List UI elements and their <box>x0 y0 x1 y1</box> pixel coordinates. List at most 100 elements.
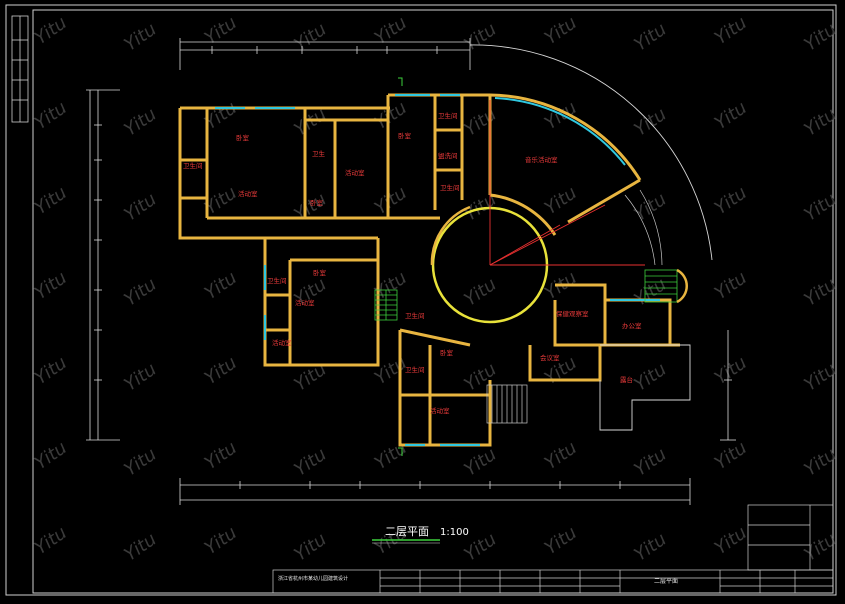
room-label-13: 卧室 <box>440 348 454 357</box>
watermark-text: Yitu <box>541 12 581 49</box>
stair-1 <box>374 289 398 321</box>
room-label-11: 音乐活动室 <box>525 155 558 164</box>
room-label-2: 活动室 <box>238 189 258 198</box>
watermark-text: Yitu <box>290 529 330 566</box>
drawing-scale: 1:100 <box>440 527 469 538</box>
watermark-text: Yitu <box>711 12 751 49</box>
room-label-14: 活动室 <box>430 406 450 415</box>
axis-lines <box>489 100 645 266</box>
watermark-text: Yitu <box>630 274 670 311</box>
room-label-23: 露台 <box>620 375 633 384</box>
watermark-text: Yitu <box>290 189 330 226</box>
watermark-text: Yitu <box>460 104 500 141</box>
curved-stair <box>624 189 663 266</box>
room-label-22: 会议室 <box>540 353 560 362</box>
watermark-text: Yitu <box>31 182 71 219</box>
watermark-text: Yitu <box>120 444 160 481</box>
watermark-text: Yitu <box>31 352 71 389</box>
room-label-21: 办公室 <box>622 321 642 330</box>
watermark-text: Yitu <box>800 274 840 311</box>
right-dimension-chain <box>720 330 736 441</box>
watermark-text: Yitu <box>541 97 581 134</box>
watermark-text: Yitu <box>120 104 160 141</box>
room-label-7: 活动室 <box>295 298 315 307</box>
watermark-text: Yitu <box>120 274 160 311</box>
room-label-16: 卫生间 <box>405 311 425 320</box>
room-label-4: 卫生 <box>312 149 326 158</box>
watermark-text: Yitu <box>371 182 411 219</box>
room-label-12: 卫生间 <box>440 183 460 192</box>
watermark-text: Yitu <box>201 522 241 559</box>
room-label-10: 卧室 <box>313 268 327 277</box>
hall-arc-wall <box>430 205 471 266</box>
watermark-text: Yitu <box>711 97 751 134</box>
watermark-text: Yitu <box>120 529 160 566</box>
watermark-text: Yitu <box>800 529 840 566</box>
section-markers <box>398 77 403 456</box>
watermark-text: Yitu <box>800 189 840 226</box>
watermark-text: Yitu <box>630 529 670 566</box>
watermark-text: Yitu <box>201 352 241 389</box>
watermark-text: Yitu <box>371 12 411 49</box>
watermark-text: Yitu <box>711 522 751 559</box>
room-label-17: 卧室 <box>310 198 324 207</box>
watermark-text: Yitu <box>371 437 411 474</box>
watermark-text: Yitu <box>31 522 71 559</box>
watermark-text: Yitu <box>460 359 500 396</box>
room-label-9: 盥洗间 <box>438 151 458 160</box>
watermark-text: Yitu <box>711 352 751 389</box>
watermark-text: Yitu <box>541 437 581 474</box>
drawing-title: 二层平面 <box>385 525 429 538</box>
room-label-15: 卫生间 <box>267 276 287 285</box>
project-name: 浙江省杭州市某幼儿园建筑设计 <box>278 575 348 582</box>
building-walls <box>178 93 680 447</box>
watermark-text: Yitu <box>31 437 71 474</box>
room-label-20: 保健观察室 <box>556 309 589 318</box>
watermark-text: Yitu <box>800 104 840 141</box>
watermark-text: Yitu <box>711 437 751 474</box>
watermark-text: Yitu <box>31 267 71 304</box>
room-label-3: 卫生间 <box>183 161 203 170</box>
binding-strip <box>11 15 29 123</box>
room-label-19: 卫生间 <box>405 365 425 374</box>
watermark-text: Yitu <box>290 444 330 481</box>
watermark-text: Yitu <box>460 274 500 311</box>
watermark-text: Yitu <box>711 182 751 219</box>
drawing-title-group: 二层平面 1:100 <box>372 525 469 544</box>
watermark-text: Yitu <box>120 359 160 396</box>
watermark-text: Yitu <box>711 267 751 304</box>
watermark-text: Yitu <box>630 359 670 396</box>
title-block <box>272 504 834 594</box>
entrance-steps <box>486 384 528 424</box>
sheet-border <box>5 4 837 596</box>
watermark-text: Yitu <box>31 12 71 49</box>
room-label-1: 卧室 <box>236 133 250 142</box>
sheet-title-stamp: 二层平面 <box>654 578 678 585</box>
watermark-text: Yitu <box>201 267 241 304</box>
site-arc <box>469 44 713 261</box>
watermark-text: Yitu <box>201 12 241 49</box>
watermark-text: Yitu <box>800 444 840 481</box>
watermark-text: Yitu <box>541 522 581 559</box>
top-dimension-chain <box>179 38 471 70</box>
bottom-dimension-chain <box>179 478 691 505</box>
left-dimension-chain <box>86 89 120 441</box>
terrace-outline <box>599 344 691 431</box>
room-label-18: 活动室 <box>272 338 292 347</box>
watermark-text: Yitu <box>460 444 500 481</box>
watermark-text: Yitu <box>800 19 840 56</box>
room-labels: 卧室 活动室 卫生间 卫生 活动室 卧室 活动室 卫生间 盥洗间 卧室 音乐活动… <box>183 111 642 415</box>
watermark-text: Yitu <box>120 19 160 56</box>
room-label-8: 卫生间 <box>438 111 458 120</box>
drawing-frame <box>32 9 834 594</box>
watermark-text: Yitu <box>31 97 71 134</box>
watermark-text: Yitu <box>371 97 411 134</box>
watermark-text: Yitu <box>630 444 670 481</box>
watermark-text: Yitu <box>541 182 581 219</box>
room-label-5: 活动室 <box>345 168 365 177</box>
watermark-text: Yitu <box>120 189 160 226</box>
room-label-6: 卧室 <box>398 131 412 140</box>
watermark-text: Yitu <box>630 189 670 226</box>
